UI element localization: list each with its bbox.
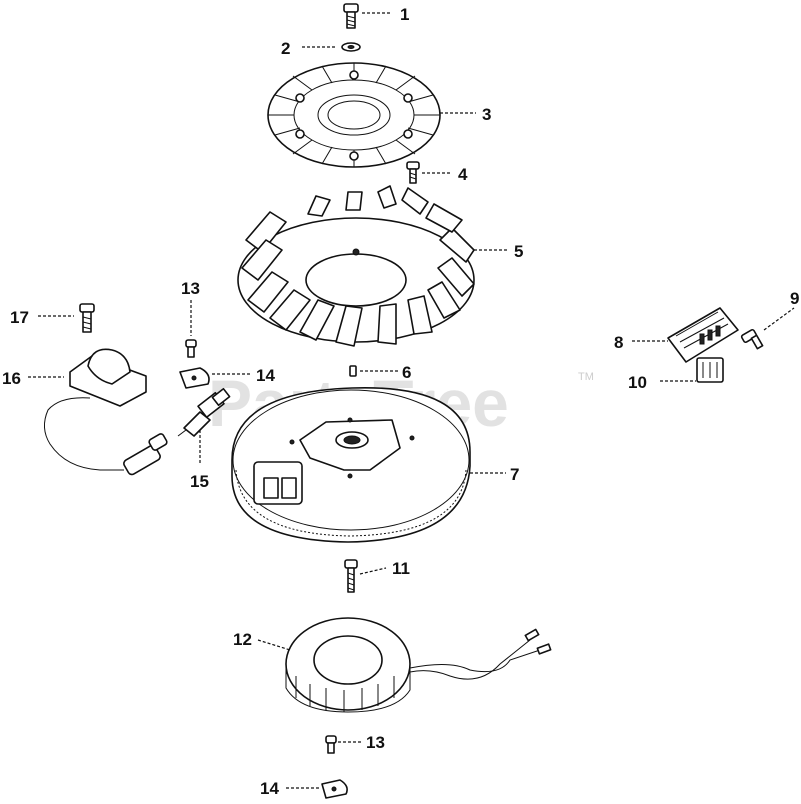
part-10-connector[interactable] — [696, 357, 724, 383]
callout-16: 16 — [2, 369, 21, 388]
callout-13-lower: 13 — [366, 733, 385, 752]
callout-1: 1 — [400, 5, 409, 24]
callout-9: 9 — [790, 289, 799, 308]
watermark-trademark: TM — [578, 371, 594, 383]
callout-8: 8 — [614, 333, 623, 352]
part-8-rectifier-regulator[interactable] — [667, 307, 739, 363]
callout-13-upper: 13 — [181, 279, 200, 298]
part-16-ignition-module[interactable] — [44, 348, 168, 476]
part-13-screw-upper[interactable] — [185, 339, 197, 358]
part-14-clamp-lower[interactable] — [321, 779, 348, 799]
part-13-screw-lower[interactable] — [325, 735, 337, 754]
callout-15: 15 — [190, 472, 209, 491]
part-17-screw[interactable] — [79, 303, 95, 333]
callout-12: 12 — [233, 630, 252, 649]
part-6-key[interactable] — [349, 365, 357, 377]
callout-17: 17 — [10, 308, 29, 327]
callout-11: 11 — [392, 559, 410, 578]
part-3-rotating-screen[interactable] — [267, 62, 441, 168]
part-11-screw[interactable] — [344, 559, 358, 593]
part-9-screw[interactable] — [740, 328, 764, 350]
callout-14-lower: 14 — [260, 779, 279, 798]
part-4-screw[interactable] — [406, 161, 420, 184]
part-14-clamp-upper[interactable] — [179, 367, 210, 389]
callout-14-upper: 14 — [256, 366, 275, 385]
part-5-fan[interactable] — [237, 185, 475, 347]
callout-2: 2 — [281, 39, 290, 58]
callout-3: 3 — [482, 105, 491, 124]
part-2-washer[interactable] — [341, 42, 361, 52]
callout-6: 6 — [402, 363, 411, 382]
callout-10: 10 — [628, 373, 647, 392]
part-12-stator[interactable] — [285, 617, 552, 713]
part-7-flywheel[interactable] — [231, 387, 471, 543]
part-15-spark-plug[interactable] — [177, 387, 231, 437]
callout-5: 5 — [514, 242, 523, 261]
callout-4: 4 — [458, 165, 468, 184]
callout-7: 7 — [510, 465, 519, 484]
part-1-screw[interactable] — [343, 3, 359, 29]
